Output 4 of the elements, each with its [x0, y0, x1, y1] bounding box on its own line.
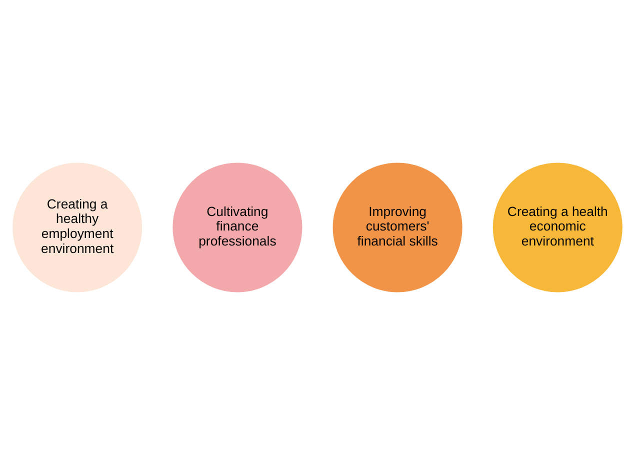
node-circle: Creating a healthy employment environment: [12, 162, 143, 294]
node-circle: Improving customers' financial skills: [332, 162, 464, 294]
node-circle: Creating a health economic environment: [492, 162, 624, 294]
node-circle: Cultivating finance professionals: [172, 162, 304, 294]
